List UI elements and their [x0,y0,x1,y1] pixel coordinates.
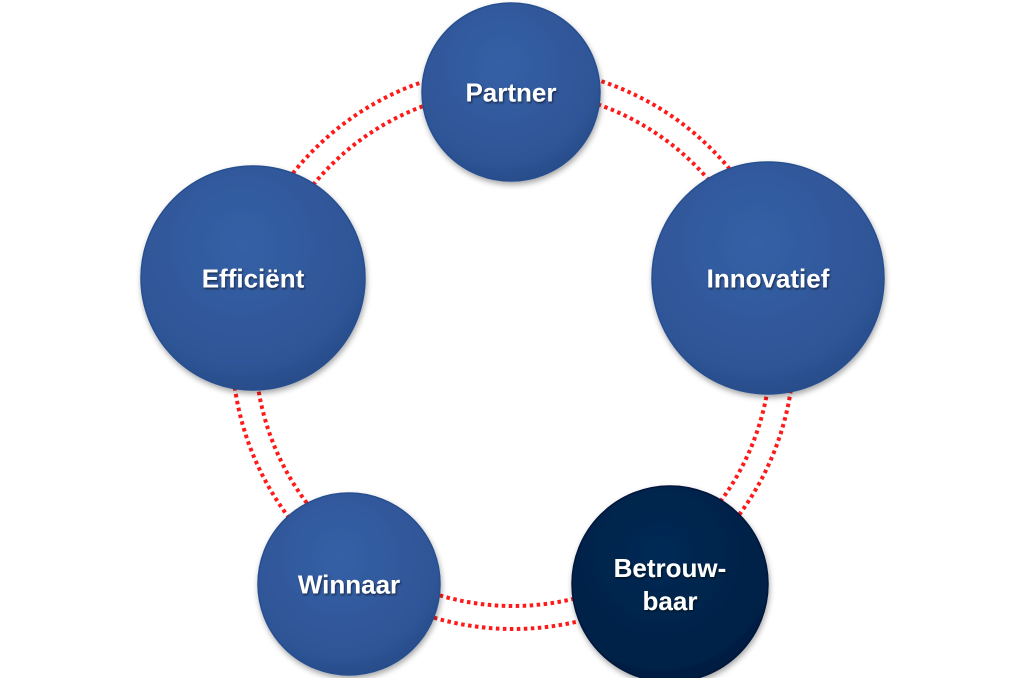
node-partner: Partner [421,2,601,182]
node-label-betrouwbaar-line2: baar [643,586,698,616]
node-circle-innovatief [651,161,885,395]
node-efficient: Efficiënt [140,165,366,391]
node-betrouwbaar: Betrouw-baar [571,485,769,678]
node-innovatief: Innovatief [651,161,885,395]
node-label-betrouwbaar-line1: Betrouw- [614,553,727,583]
node-circle-efficient [140,165,366,391]
node-circle-winnaar [257,492,441,676]
node-label-partner: Partner [465,77,556,107]
node-label-innovatief: Innovatief [707,263,830,293]
node-winnaar: Winnaar [257,492,441,676]
node-circle-partner [421,2,601,182]
node-circle-betrouwbaar [571,485,769,678]
node-label-efficient: Efficiënt [202,263,305,293]
node-label-winnaar: Winnaar [298,569,400,599]
